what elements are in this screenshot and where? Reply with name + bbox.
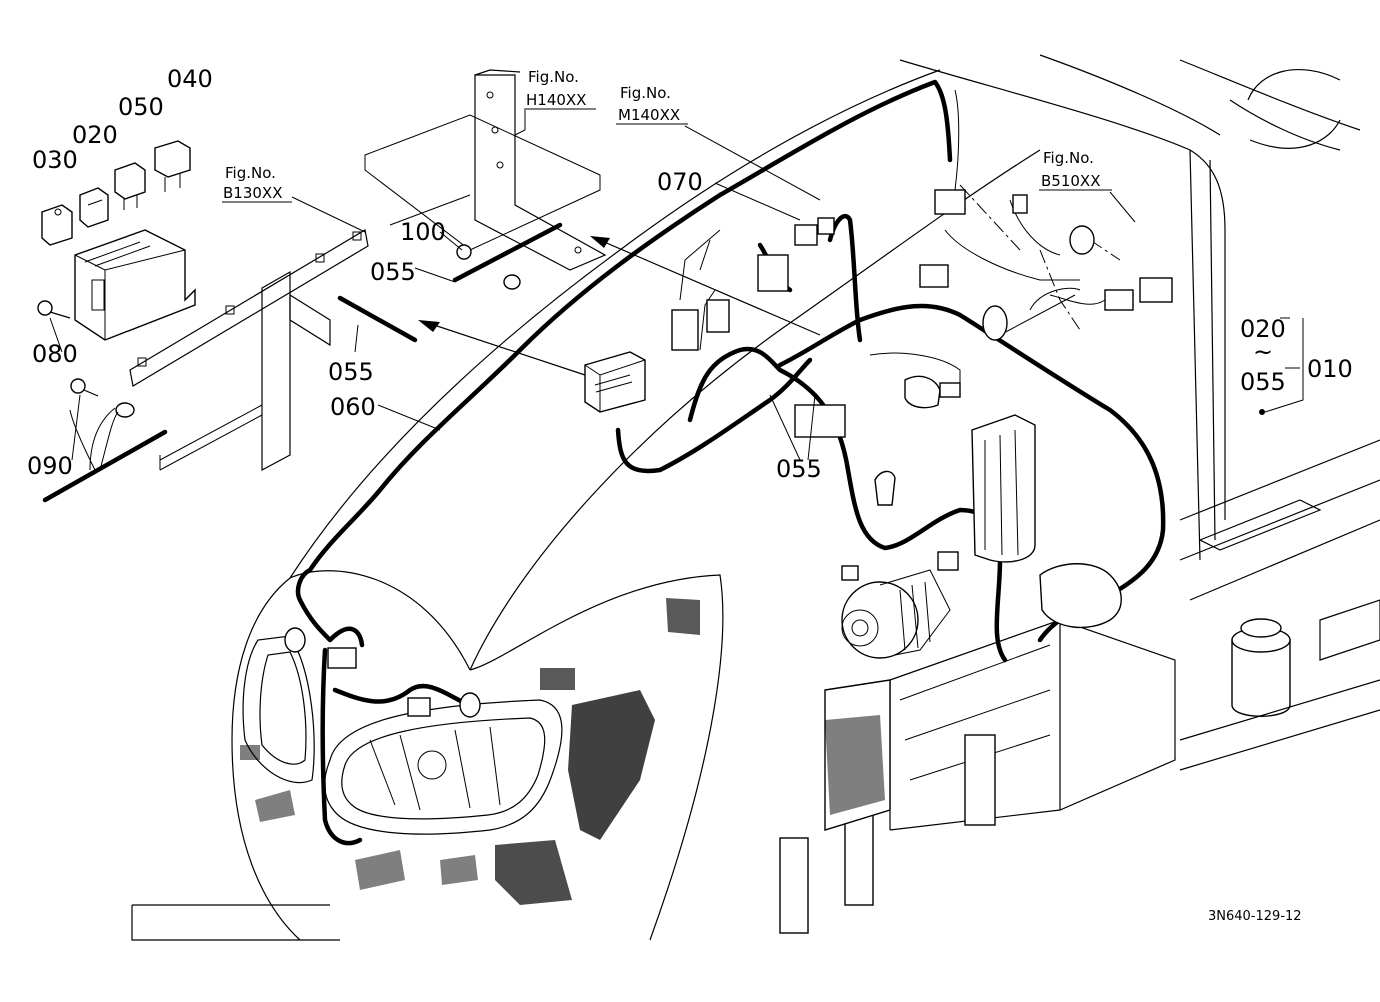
tractor-body-outline	[131, 54, 1380, 941]
part-010: 010	[1307, 355, 1353, 383]
fig-m140-code: M140XX	[618, 106, 680, 124]
thin-wires	[679, 89, 1106, 390]
bracket-plates	[129, 69, 607, 472]
part-050: 050	[118, 93, 164, 121]
fig-b510-label: Fig.No.	[1043, 149, 1094, 167]
fig-h140-code: H140XX	[526, 91, 586, 109]
fig-m140-label: Fig.No.	[620, 84, 671, 102]
part-080: 080	[32, 340, 78, 368]
part-055-range: 055	[1240, 368, 1286, 396]
fig-b130-code: B130XX	[223, 184, 282, 202]
fuse-components	[37, 140, 646, 418]
part-number-labels: 030 020 050 040 080 090 100 055 055 060 …	[27, 65, 1353, 483]
part-040: 040	[167, 65, 213, 93]
part-020: 020	[72, 121, 118, 149]
leader-lines	[49, 110, 1304, 471]
fig-b510-code: B510XX	[1041, 172, 1100, 190]
texture-patches	[240, 598, 885, 905]
fig-h140-label: Fig.No.	[528, 68, 579, 86]
part-055-center: 055	[776, 455, 822, 483]
part-070: 070	[657, 168, 703, 196]
engine-assembly	[779, 414, 1380, 934]
figure-references: Fig.No. B130XX Fig.No. H140XX Fig.No. M1…	[222, 68, 1112, 203]
fig-b130-label: Fig.No.	[225, 164, 276, 182]
part-060: 060	[330, 393, 376, 421]
part-020-range: 020	[1240, 315, 1286, 343]
part-055-upper: 055	[370, 258, 416, 286]
part-030: 030	[32, 146, 78, 174]
drawing-code: 3N640-129-12	[1208, 909, 1302, 924]
range-tilde: ~	[1253, 338, 1273, 366]
connectors	[284, 189, 1173, 718]
part-090: 090	[27, 452, 73, 480]
part-100: 100	[400, 218, 446, 246]
part-055-left: 055	[328, 358, 374, 386]
